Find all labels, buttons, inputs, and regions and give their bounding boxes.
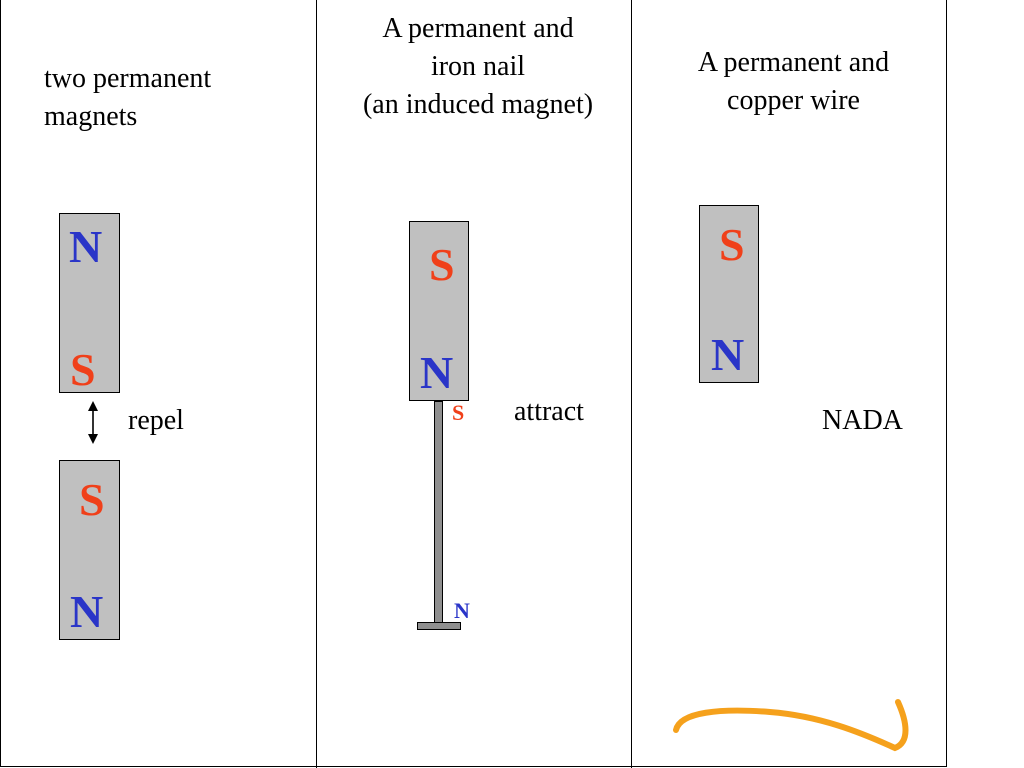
panel-divider-2 <box>631 0 632 768</box>
panel2-magnet: S N <box>409 221 469 401</box>
iron-nail-head <box>417 622 461 630</box>
nada-label: NADA <box>822 405 903 436</box>
panel1-magnet-top: N S <box>59 213 120 393</box>
panel2-caption-line3: (an induced magnet) <box>362 89 594 120</box>
panel2-caption-line2: iron nail <box>430 51 526 82</box>
panel1-caption-line2: magnets <box>44 101 138 132</box>
slide-frame <box>0 0 947 767</box>
panel3-caption-line2: copper wire <box>727 85 860 116</box>
north-pole-label: N <box>69 221 103 272</box>
panel1-caption-line1: two permanent <box>44 63 212 94</box>
south-pole-label: S <box>70 344 96 395</box>
double-arrow-icon <box>88 401 98 444</box>
panel1-caption: two permanent magnets <box>44 60 211 136</box>
panel3-caption-line1: A permanent and <box>697 47 890 78</box>
nail-north-pole-label: N <box>454 598 470 623</box>
panel2-caption-line1: A permanent and <box>382 13 574 44</box>
repel-label: repel <box>128 405 184 436</box>
nail-south-pole-label: S <box>452 400 465 425</box>
north-pole-label: N <box>711 329 745 380</box>
north-pole-label: N <box>420 347 454 398</box>
panel3-magnet: S N <box>699 205 759 383</box>
south-pole-label: S <box>719 219 745 270</box>
north-pole-label: N <box>70 586 104 637</box>
south-pole-label: S <box>79 474 105 525</box>
south-pole-label: S <box>429 239 455 290</box>
attract-label: attract <box>514 396 584 427</box>
panel-divider-1 <box>316 0 317 768</box>
panel3-caption: A permanent and copper wire <box>632 44 955 120</box>
panel1-magnet-bottom: S N <box>59 460 120 640</box>
panel2-caption: A permanent and iron nail (an induced ma… <box>318 10 638 124</box>
copper-wire <box>673 699 909 752</box>
